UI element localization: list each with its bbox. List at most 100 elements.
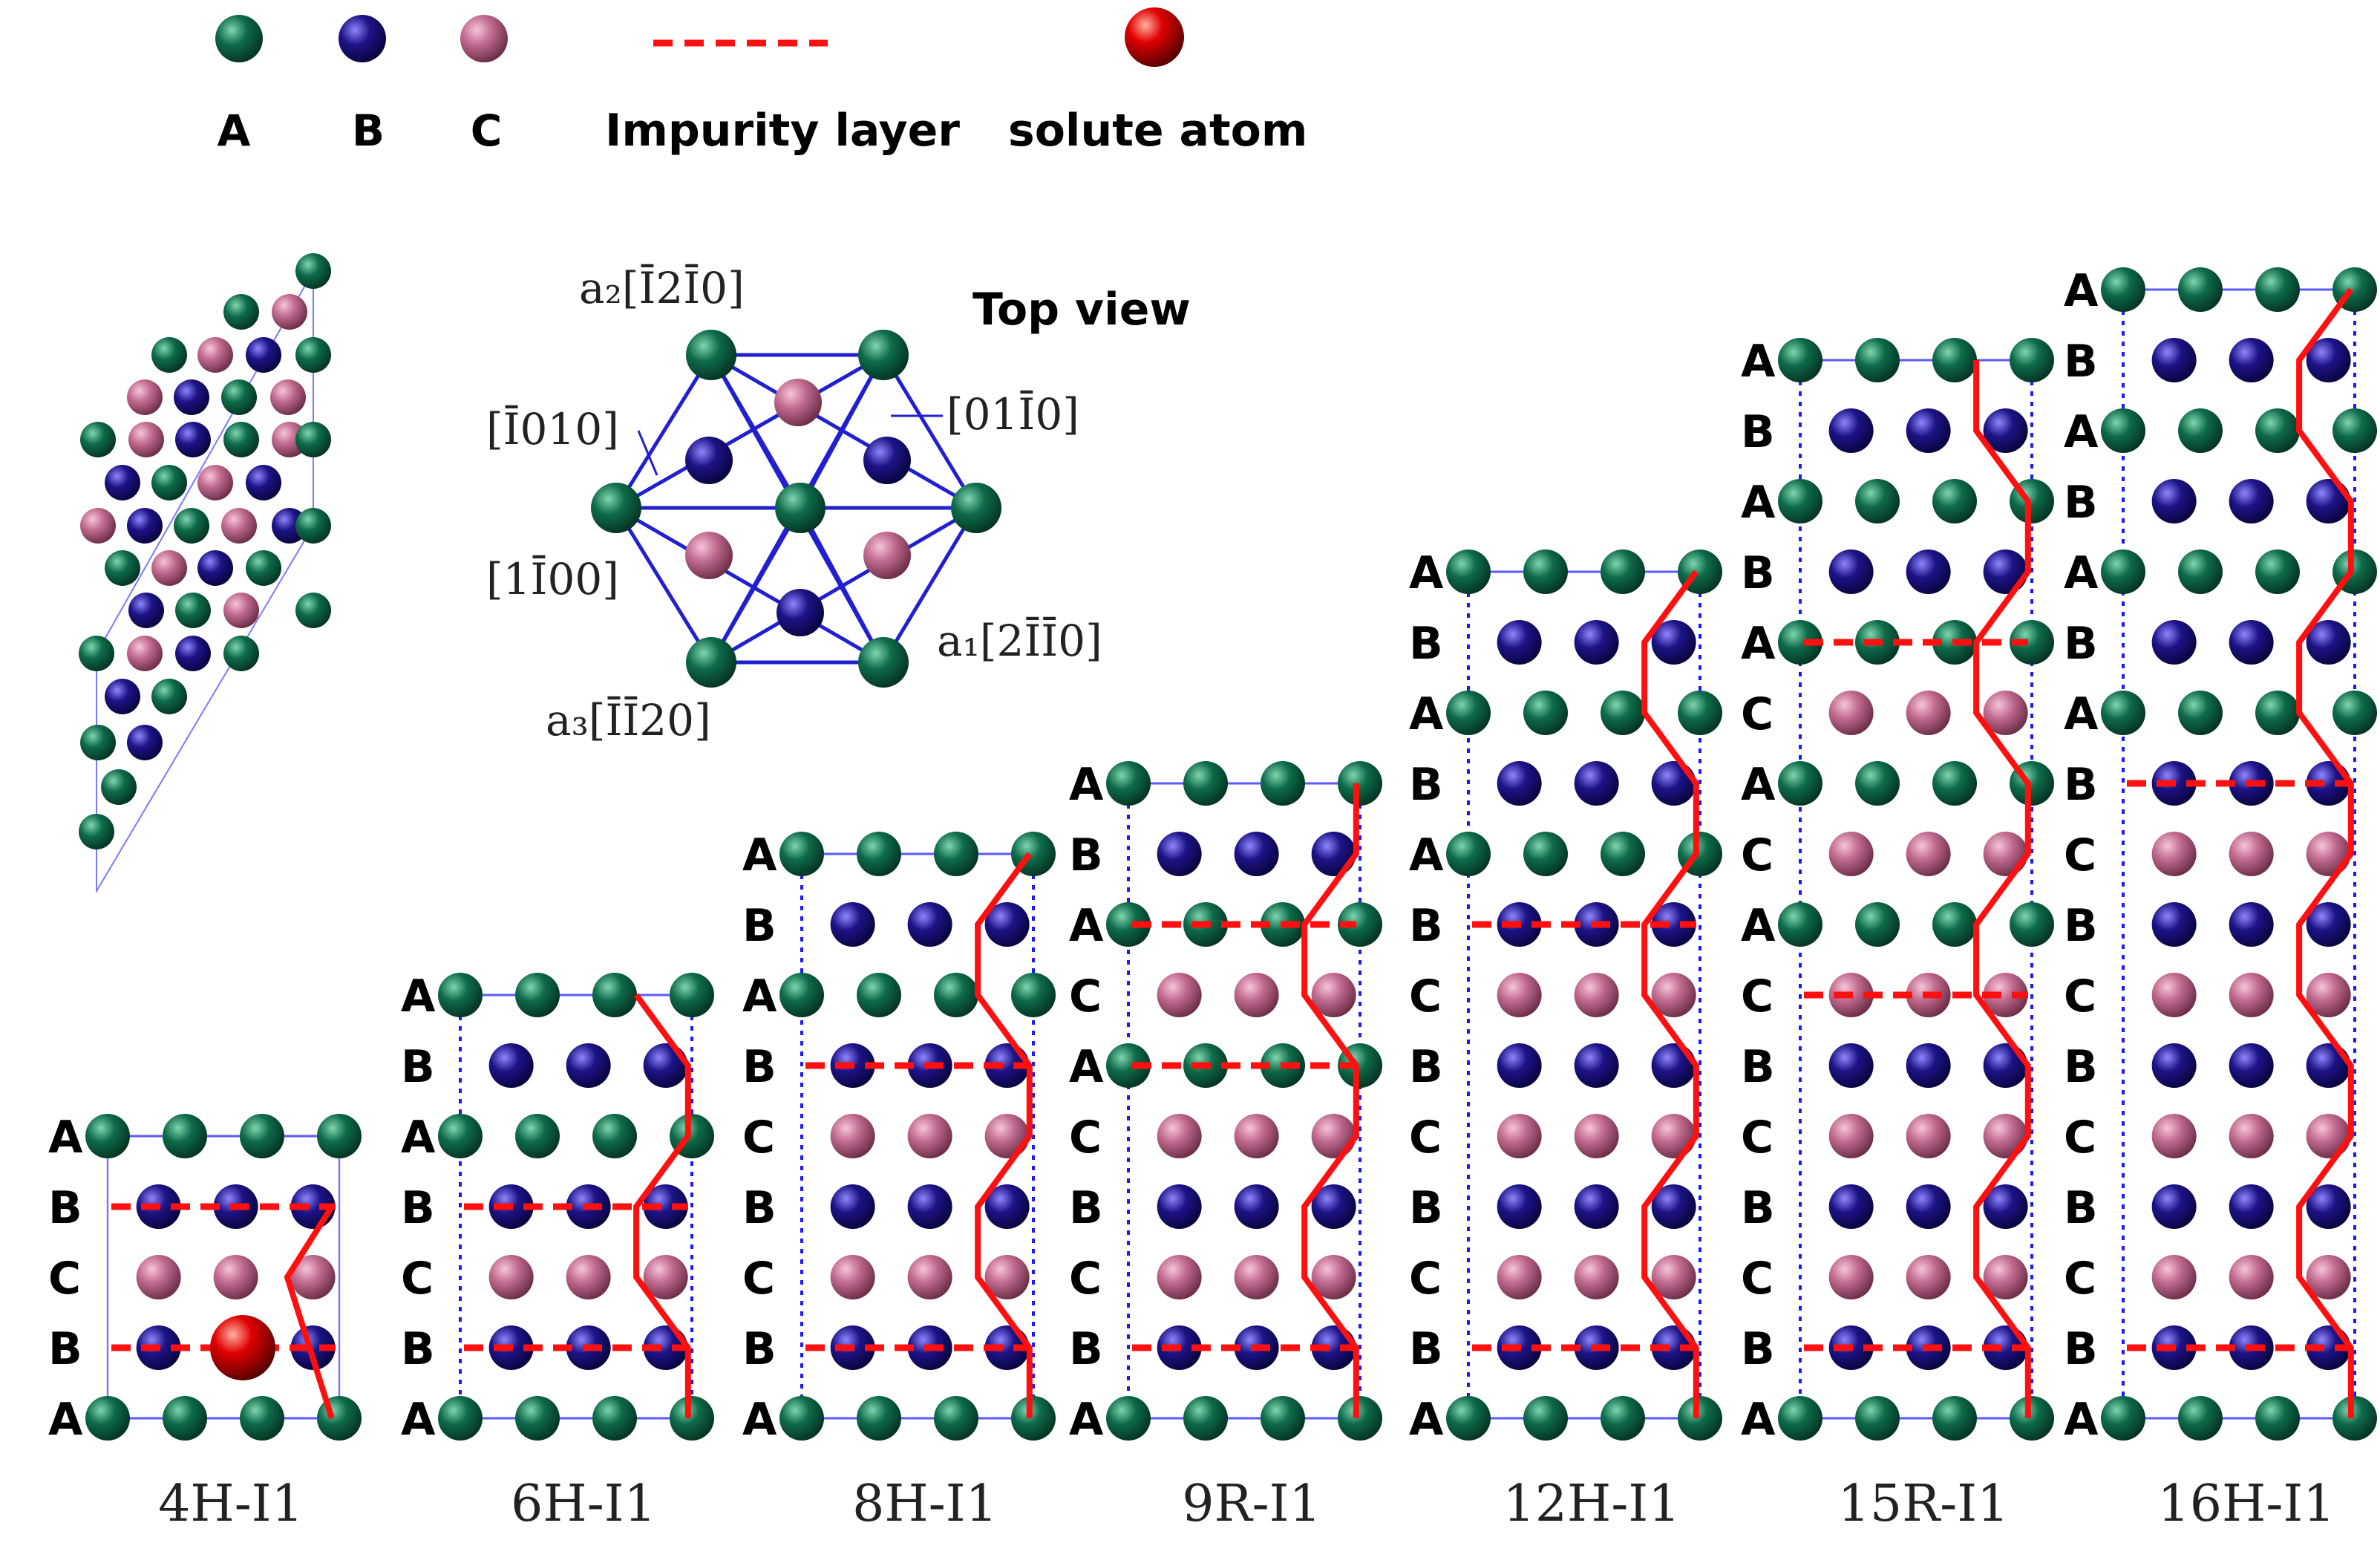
legend: A B C Impurity layer solute atom: [215, 7, 1307, 157]
atom-b: [2151, 479, 2197, 523]
atom-a: [151, 465, 187, 500]
atom-b: [1157, 1184, 1202, 1229]
basal-plane-projection: [79, 253, 331, 894]
atom-a: [1678, 1396, 1722, 1441]
atom-c: [907, 1114, 952, 1158]
atom-a: [1338, 1396, 1382, 1441]
atom-c: [1497, 1114, 1542, 1158]
atom-b: [1651, 761, 1696, 806]
atom-c: [1828, 832, 1874, 876]
atom-a: [515, 1114, 560, 1158]
legend-atom-a: [215, 15, 263, 62]
layer-label: B: [2064, 1323, 2098, 1375]
atom-c: [1234, 973, 1279, 1017]
atom-a: [438, 1114, 483, 1158]
atom-a: [2178, 691, 2223, 735]
atom-b: [1574, 1043, 1619, 1088]
atom-c: [2229, 832, 2274, 876]
atom-b: [1311, 1184, 1356, 1229]
atom-c: [2306, 1114, 2351, 1158]
layer-label: B: [2064, 1041, 2098, 1093]
atom-a: [2255, 691, 2300, 735]
atom-a: [1011, 1396, 1056, 1441]
layer-label: B: [1409, 1182, 1443, 1234]
layer-label: C: [401, 1253, 434, 1305]
atom-a: [1106, 902, 1151, 947]
legend-label-impurity: Impurity layer: [605, 105, 960, 157]
atom-a: [670, 973, 714, 1017]
atom-c: [1311, 973, 1356, 1017]
layer-label: A: [1409, 1394, 1444, 1446]
atom-b: [2306, 338, 2351, 382]
atom-a: [105, 550, 140, 586]
layer-label: C: [1741, 1112, 1773, 1164]
atom-c: [197, 337, 233, 373]
atom-c: [1828, 1114, 1874, 1158]
atom-a: [1855, 479, 1900, 523]
layer-label: A: [1741, 618, 1776, 670]
atom-b: [1497, 761, 1542, 806]
atom-a: [151, 679, 187, 714]
layer-label: C: [2064, 971, 2096, 1022]
atom-c: [223, 593, 259, 628]
stacking-sequence-path: [1641, 570, 1699, 1418]
atom-c: [488, 1255, 534, 1299]
atom-b: [2306, 1184, 2351, 1229]
atom-b: [1311, 832, 1356, 876]
layer-label: B: [401, 1041, 435, 1093]
atom-b: [175, 422, 211, 457]
layer-label: A: [2064, 547, 2099, 599]
bond-line: [709, 353, 802, 509]
atom-a: [2010, 338, 2054, 382]
atom-b: [2151, 338, 2197, 382]
atom-c: [1983, 1255, 2028, 1299]
atom-a: [163, 1114, 207, 1158]
atom-c: [270, 379, 306, 415]
atom-b: [246, 337, 281, 373]
atom-a: [1932, 902, 1977, 947]
atom-a: [2178, 1396, 2223, 1441]
atom-c: [1497, 1255, 1542, 1299]
atom-c: [863, 532, 911, 579]
atom-a: [240, 1396, 284, 1441]
atom-a: [1106, 761, 1151, 806]
stacking-columns: ABCBA4H-I1ABCBABA6H-I1ABCBCBABA8H-I1ABCB…: [48, 265, 2377, 1533]
layer-label: C: [1409, 971, 1442, 1022]
atom-a: [80, 725, 116, 760]
structure-name: 8H-I1: [852, 1475, 998, 1533]
atom-b: [1497, 1184, 1542, 1229]
atom-a: [438, 973, 483, 1017]
atom-b: [1574, 620, 1619, 665]
atom-a: [175, 593, 211, 628]
atom-c: [2151, 1114, 2197, 1158]
bond-line: [881, 353, 978, 509]
atom-a: [246, 550, 281, 586]
layer-label: A: [1069, 900, 1104, 952]
atom-c: [197, 465, 233, 500]
layer-label: A: [2064, 265, 2099, 317]
atom-a: [1523, 549, 1568, 594]
atom-b: [2229, 479, 2274, 523]
atom-b: [1906, 549, 1951, 594]
layer-label: A: [742, 829, 777, 881]
atom-c: [2229, 1255, 2274, 1299]
atom-a: [2332, 1396, 2377, 1441]
atom-a: [2101, 691, 2145, 735]
layer-label: A: [1741, 1394, 1776, 1446]
layer-label: A: [1069, 1394, 1104, 1446]
top-view-hexagon: Top view a₂[Ī2Ī0] a₁[2ĪĪ0] a₃[ĪĪ20] [Ī01…: [486, 263, 1191, 746]
atom-c: [2229, 1114, 2274, 1158]
label-dir-0110: [01Ī0]: [947, 389, 1079, 440]
atom-c: [1906, 1255, 1951, 1299]
atom-b: [1828, 549, 1874, 594]
layer-label: B: [2064, 618, 2098, 670]
atom-a: [779, 832, 824, 876]
atom-a: [295, 508, 331, 544]
legend-label-b: B: [352, 105, 385, 156]
layer-label: B: [2064, 477, 2098, 529]
layer-label: C: [1741, 829, 1773, 881]
structure-name: 16H-I1: [2158, 1475, 2335, 1533]
